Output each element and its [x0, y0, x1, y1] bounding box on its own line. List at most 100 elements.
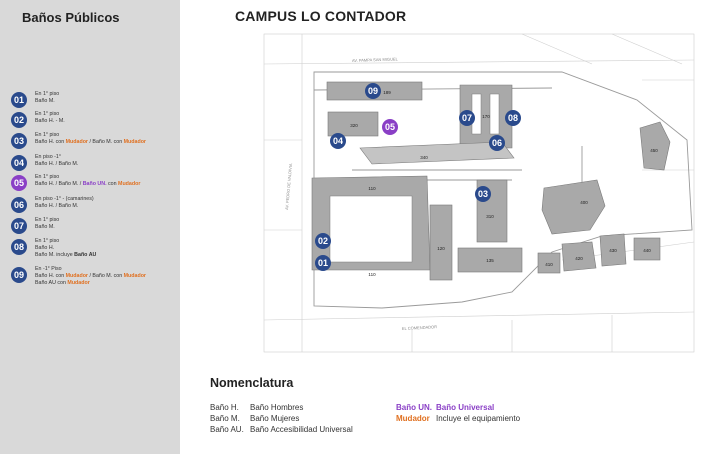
legend-line: Baño M. — [35, 98, 59, 105]
nomenclature-value: Baño Hombres — [250, 403, 304, 412]
map-badge-06[interactable]: 06 — [489, 135, 505, 151]
map-badge-07[interactable]: 07 — [459, 110, 475, 126]
legend-badge: 01 — [11, 92, 27, 108]
legend-segment: con — [106, 181, 119, 187]
street-grid — [263, 33, 695, 353]
legend-text: En piso -1°Baño H. / Baño M. — [35, 154, 78, 168]
legend-segment: Mudador — [65, 139, 88, 145]
nomenclature-row: Baño UN. Baño Universal — [396, 402, 520, 413]
legend-line: En piso -1° — [35, 154, 78, 161]
legend-line: En -1° Piso — [35, 266, 146, 273]
legend-segment: Baño M. incluye — [35, 252, 75, 258]
nomenclature-value: Baño Mujeres — [250, 414, 300, 423]
building-135 — [457, 247, 523, 273]
map-badge-05[interactable]: 05 — [382, 119, 398, 135]
building-430 — [599, 233, 627, 267]
legend-line: Baño M. — [35, 224, 59, 231]
nomenclature-row: Baño M. Baño Mujeres — [210, 413, 353, 424]
nomenclature-key: Mudador — [396, 414, 430, 423]
legend-segment: Mudador — [67, 280, 90, 286]
legend-segment: / Baño M. con — [88, 139, 124, 145]
building-label-440: 440 — [643, 248, 651, 253]
building-420 — [561, 241, 597, 272]
legend-segment: Baño AU — [74, 252, 97, 258]
legend-segment: Mudador — [123, 273, 146, 279]
nomenclature-key: Baño UN. — [396, 403, 432, 412]
legend-line: Baño H. con Mudador / Baño M. con Mudado… — [35, 139, 146, 146]
legend-badge: 06 — [11, 197, 27, 213]
legend-segment: En -1° Piso — [35, 266, 62, 272]
legend-line: Baño H. / Baño M. / Baño UN. con Mudador — [35, 181, 140, 188]
map-badge-09[interactable]: 09 — [365, 83, 381, 99]
nomenclature-key: Baño H. — [210, 403, 239, 412]
courtyard-170-b — [489, 93, 500, 135]
legend-segment: / Baño M. con — [88, 273, 124, 279]
legend-segment: En piso -1° - (camarines) — [35, 196, 94, 202]
legend-line: Baño AU con Mudador — [35, 280, 146, 287]
nomenclature-row: Baño H. Baño Hombres — [210, 402, 353, 413]
legend-line: En 1° piso — [35, 91, 59, 98]
legend-segment: En 1° piso — [35, 238, 60, 244]
nomenclature-left: Baño H.Baño Hombres Baño M.Baño Mujeres … — [210, 402, 353, 435]
legend-segment: Baño M. — [35, 224, 55, 230]
legend-item-06[interactable]: 06 En piso -1° - (camarines)Baño H. / Bañ… — [11, 196, 94, 213]
legend-segment: En piso -1° — [35, 154, 61, 160]
legend-segment: Baño H. - M. — [35, 118, 65, 124]
legend-text: En piso -1° - (camarines)Baño H. / Baño … — [35, 196, 94, 210]
legend-segment: Baño AU con — [35, 280, 68, 286]
legend-segment: Baño H. con — [35, 273, 66, 279]
legend-segment: En 1° piso — [35, 174, 60, 180]
legend-segment: Baño H. / Baño M. — [35, 203, 79, 209]
legend-line: En 1° piso — [35, 174, 140, 181]
nomenclature-right: Baño UN. Baño Universal Mudador Incluye el… — [396, 402, 520, 424]
legend-segment: Baño H. con — [35, 139, 66, 145]
building-400 — [541, 179, 606, 235]
building-label-120: 120 — [437, 246, 445, 251]
street-label-bottom: EL COMENDADOR — [402, 324, 438, 331]
legend-badge: 05 — [11, 175, 27, 191]
legend-line: En 1° piso — [35, 217, 59, 224]
map-badge-02[interactable]: 02 — [315, 233, 331, 249]
nomenclature-key: Baño M. — [210, 414, 240, 423]
legend-line: En 1° piso — [35, 132, 146, 139]
legend-badge: 08 — [11, 239, 27, 255]
nomenclature-value: Baño Accesibilidad Universal — [250, 425, 353, 434]
legend-line: Baño H. — [35, 245, 96, 252]
legend-segment: En 1° piso — [35, 111, 60, 117]
legend-segment: En 1° piso — [35, 132, 60, 138]
legend-badge: 03 — [11, 133, 27, 149]
courtyard-110 — [329, 195, 413, 263]
building-label-320: 320 — [350, 123, 358, 128]
campus-map: AV. PAMPA SAN MIGUEL AV. PEDRO DE VALDIV… — [262, 30, 702, 360]
legend-line: Baño H. / Baño M. — [35, 161, 78, 168]
map-badge-03[interactable]: 03 — [475, 186, 491, 202]
map-badge-01[interactable]: 01 — [315, 255, 331, 271]
nomenclature-value: Baño Universal — [436, 403, 495, 412]
legend-line: Baño H. - M. — [35, 118, 65, 125]
legend-line: En 1° piso — [35, 238, 96, 245]
building-label-310: 310 — [486, 214, 494, 219]
legend-badge: 07 — [11, 218, 27, 234]
map-badge-08[interactable]: 08 — [505, 110, 521, 126]
street-label-top: AV. PAMPA SAN MIGUEL — [352, 56, 399, 63]
legend-segment: En 1° piso — [35, 91, 60, 97]
map-badge-04[interactable]: 04 — [330, 133, 346, 149]
legend-segment: En 1° piso — [35, 217, 60, 223]
nomenclature-value: Incluye el equipamiento — [436, 414, 521, 423]
building-label-450: 450 — [650, 148, 658, 153]
legend-badge: 02 — [11, 112, 27, 128]
building-label-340: 340 — [420, 155, 428, 160]
